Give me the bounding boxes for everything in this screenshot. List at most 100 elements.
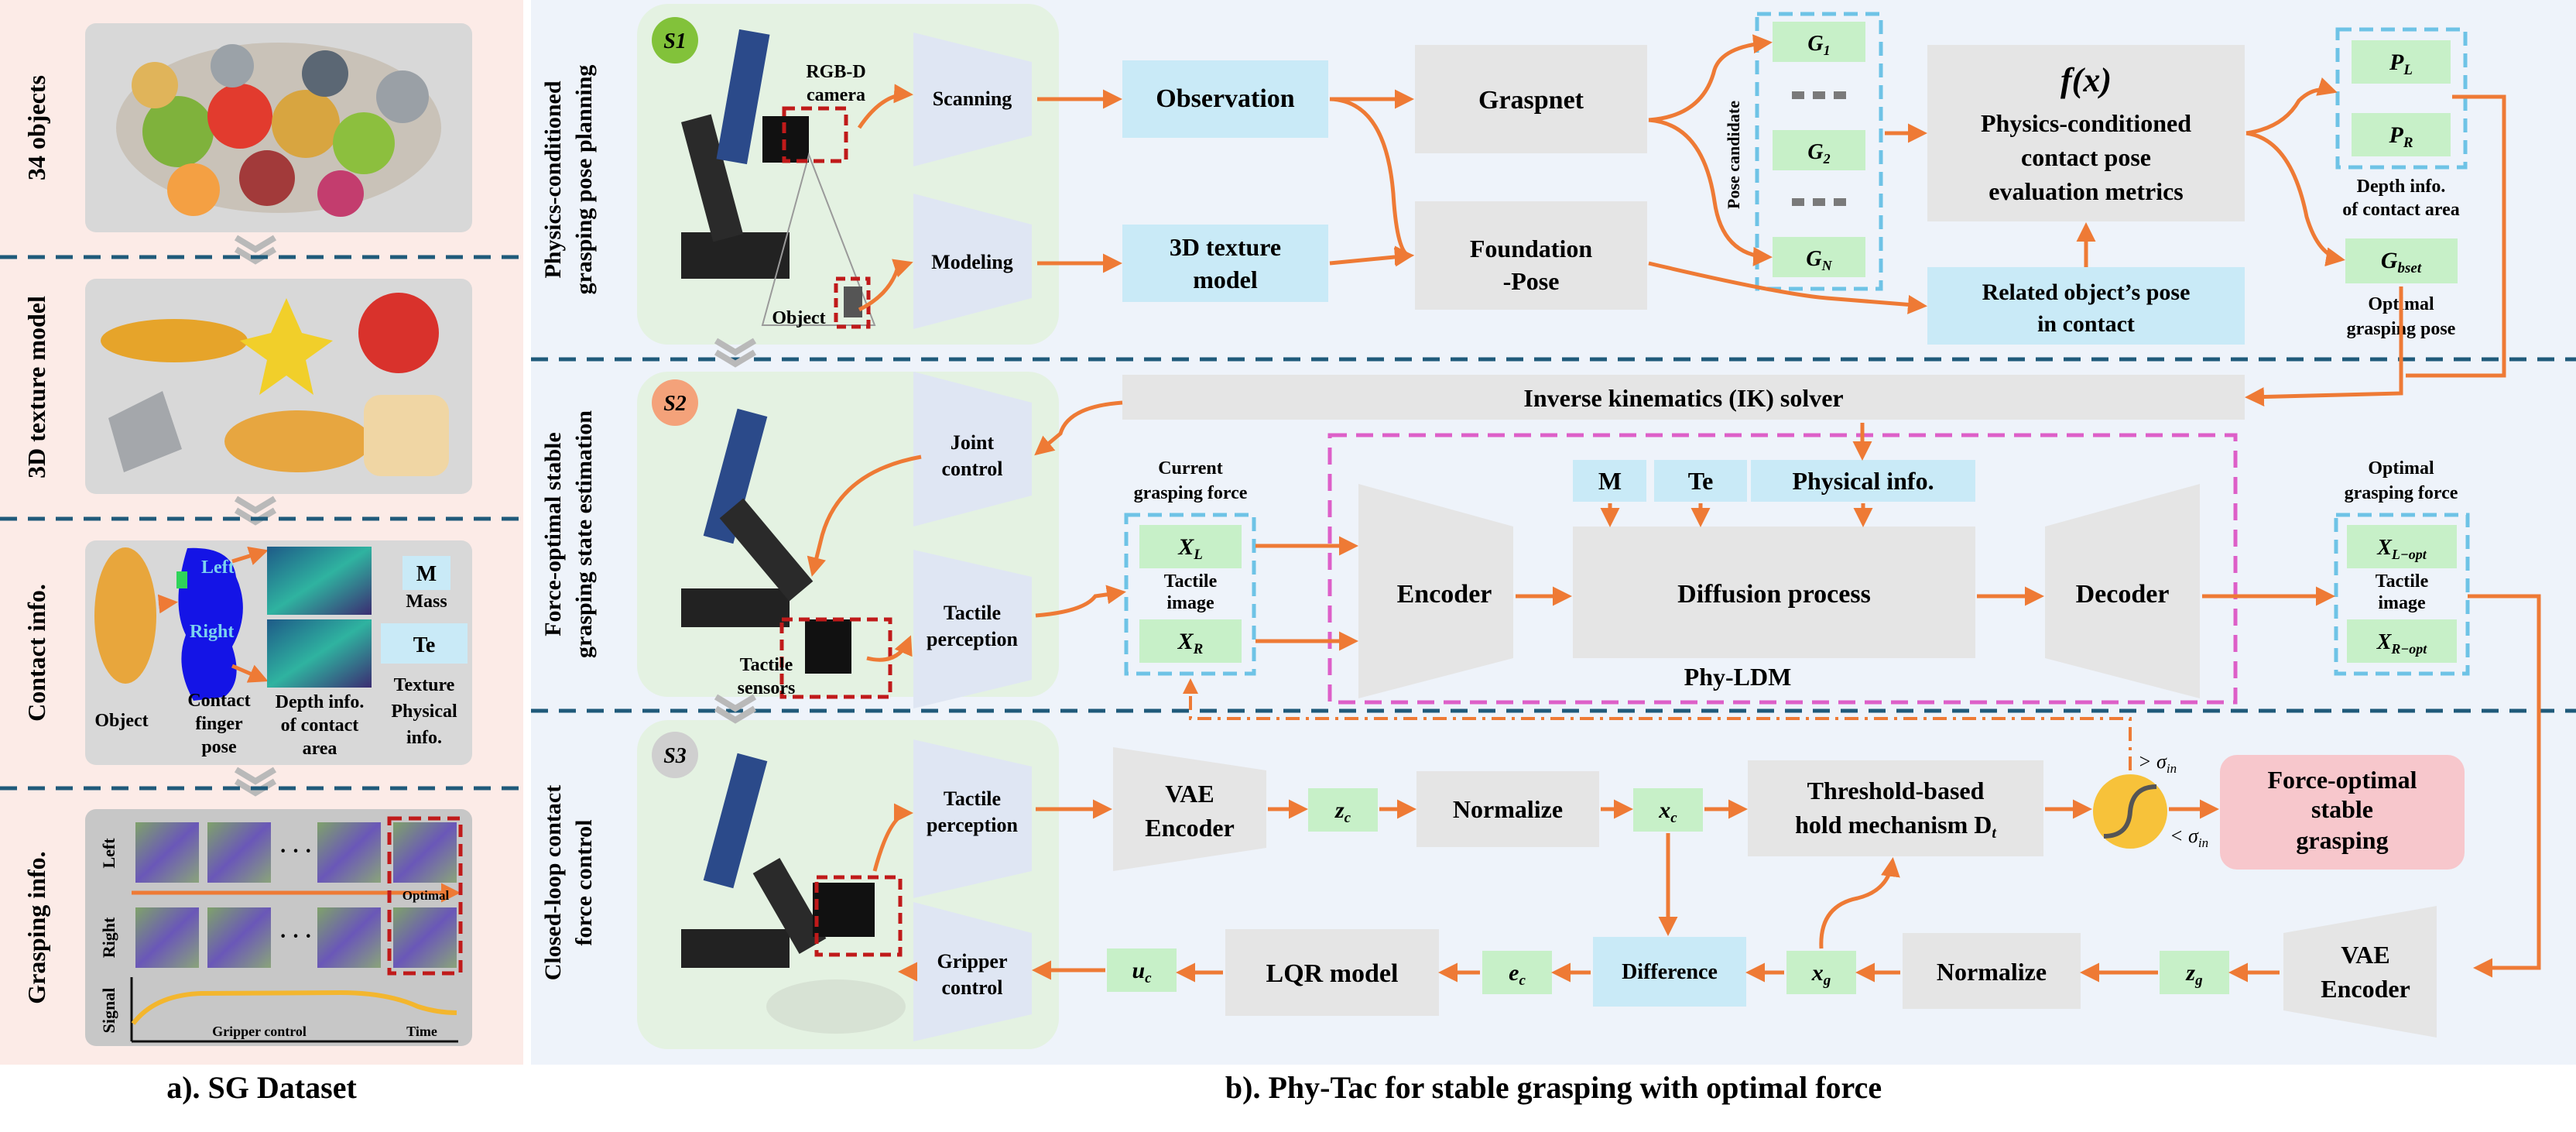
- texture-tag-text: Te: [413, 633, 436, 657]
- ec-label: ec: [1509, 960, 1526, 989]
- tactile-sensors-label: Tactile: [740, 655, 793, 675]
- normalize-top-label: Normalize: [1453, 795, 1563, 823]
- object-label: Object: [94, 711, 148, 731]
- scanning-label: Scanning: [933, 87, 1012, 110]
- optimal-force-label: Optimal: [2368, 458, 2434, 479]
- diffusion-label: Diffusion process: [1677, 580, 1871, 609]
- physical-info-box: [1751, 460, 1975, 502]
- ik-solver-label: Inverse kinematics (IK) solver: [1523, 384, 1843, 412]
- normalize-bottom-box: [1903, 933, 2081, 1009]
- contact-right-label: Right: [190, 622, 234, 642]
- gripper-control-label: control: [942, 976, 1003, 999]
- difference-box: [1593, 937, 1746, 1007]
- pose-candidate-label: Pose candidate: [1724, 101, 1743, 209]
- texture-model-photo: [101, 293, 449, 476]
- tactile-image-label: Tactile: [1164, 571, 1218, 592]
- metrics-label: Physics-conditioned: [1981, 109, 2191, 137]
- tactile-image-label: image: [1166, 593, 1214, 613]
- graspnet-box: [1415, 45, 1647, 153]
- normalize-top-box: [1416, 771, 1599, 847]
- xc-label: xc: [1658, 798, 1677, 826]
- modeling-trap: [913, 194, 1032, 329]
- section-title-s3: force control: [571, 820, 597, 946]
- xg-label: xg: [1811, 960, 1831, 989]
- graspnet-label: Graspnet: [1478, 86, 1584, 115]
- te-box: [1654, 460, 1747, 502]
- vae-encoder-top-label: Encoder: [1145, 814, 1235, 842]
- chevron-down-icon: [234, 235, 277, 265]
- gn-label: GN: [1806, 247, 1832, 273]
- texture-label: Texture: [394, 675, 455, 695]
- tactile-image-frame: [1124, 513, 1256, 676]
- finger-label: finger: [195, 714, 243, 734]
- optimal-label: Optimal: [402, 888, 450, 903]
- mass-tag: [402, 556, 450, 590]
- vae-encoder-top: [1113, 747, 1266, 871]
- optimal-highlight: [387, 816, 463, 976]
- diffusion-box: [1573, 527, 1975, 658]
- section-title-s2: grasping state estimation: [571, 410, 597, 658]
- force-optimal-label: Force-optimal: [2267, 766, 2417, 794]
- stage-label-texture: 3D texture model: [22, 296, 50, 479]
- depth-area-label: Depth info.: [2357, 177, 2446, 197]
- difference-label: Difference: [1622, 960, 1718, 984]
- rgbd-label: camera: [807, 85, 865, 105]
- physical-info-label: Physical info.: [1792, 467, 1934, 495]
- observation-box: [1122, 60, 1328, 138]
- foundation-pose-box: [1415, 201, 1647, 310]
- finger-label: pose: [201, 737, 237, 757]
- grasping-dots: · · ·: [279, 924, 312, 948]
- xl-label: XL: [1177, 534, 1203, 563]
- s3-tactile-label: Tactile: [944, 787, 1001, 810]
- gripper-signal-curve: [131, 990, 457, 1025]
- pr-label: PR: [2388, 122, 2413, 151]
- time-label: Time: [406, 1024, 437, 1039]
- object-label: Object: [772, 308, 825, 328]
- badge-s3-text: S3: [663, 744, 687, 768]
- force-optimal-label: stable: [2311, 795, 2373, 823]
- s2-flow-arrows: [807, 286, 2541, 978]
- sigma-feedback-line: [1183, 678, 2132, 770]
- badge-s2: [652, 379, 698, 426]
- s3-flow-arrows: [872, 799, 2280, 983]
- badge-s3: [652, 732, 698, 778]
- ellipsis-icon: [1792, 198, 1846, 206]
- gbest-box: [2345, 238, 2458, 283]
- foundation-pose-label: Foundation: [1470, 235, 1592, 262]
- camera-highlight: [782, 106, 848, 163]
- tactile-sequence-left: [135, 822, 457, 883]
- depth-label: of contact: [281, 715, 359, 736]
- sigmoid-curve-icon: [2103, 784, 2157, 839]
- optimal-force-label: grasping force: [2345, 483, 2458, 503]
- g1-box: [1773, 22, 1865, 62]
- badge-s1: [652, 17, 698, 63]
- threshold-box: [1748, 760, 2043, 856]
- contact-arrow: [231, 546, 269, 565]
- badge-s2-text: S2: [663, 392, 687, 416]
- related-pose-label: in contact: [2037, 311, 2135, 337]
- ellipsis-icon: [1792, 91, 1846, 99]
- observation-label: Observation: [1156, 84, 1295, 113]
- physical-label: Physical: [391, 701, 457, 722]
- s3-tactile-label: perception: [927, 814, 1018, 836]
- metrics-box: [1927, 45, 2245, 221]
- contact-arrow: [157, 594, 178, 614]
- ec-box: [1482, 951, 1552, 994]
- depth-area-label: of contact area: [2342, 200, 2460, 220]
- pose-candidate-frame: [1755, 12, 1883, 291]
- joint-control-trap: [913, 372, 1032, 527]
- gbest-label: Gbset: [2381, 248, 2422, 276]
- g1-label: G1: [1807, 32, 1830, 58]
- gn-box: [1773, 237, 1865, 277]
- xc-box: [1633, 788, 1703, 832]
- grasping-right-label: Right: [99, 917, 118, 958]
- grasping-left-label: Left: [99, 838, 118, 869]
- related-pose-box: [1927, 267, 2245, 345]
- xr-box: [1139, 619, 1242, 663]
- tactile-perception-trap: [913, 550, 1032, 708]
- xropt-label: XR−opt: [2376, 630, 2428, 657]
- robot-arm-image-s2: [681, 408, 851, 674]
- tactile-sequence-right: [135, 907, 457, 968]
- s3-tactile-trap: [913, 739, 1032, 898]
- force-optimal-box: [2220, 755, 2465, 870]
